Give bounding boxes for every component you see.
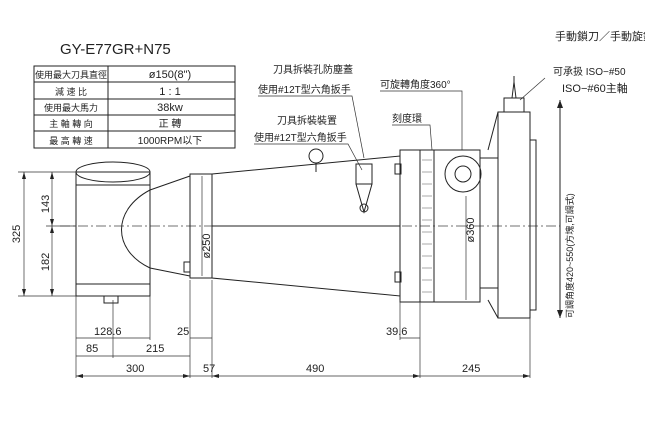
spec-label-5: 最 高 轉 速 <box>49 135 93 146</box>
spec-value-5: 1000RPM以下 <box>138 136 202 147</box>
dim-490: 490 <box>306 363 324 375</box>
callout-tool-device-wrench: 使用#12T型六角扳手 <box>254 131 347 144</box>
callout-manual-lock: 手動鎖刀／手動旋鎖 <box>555 29 645 43</box>
head-flange <box>419 149 499 303</box>
dim-dia250: ø250 <box>201 233 213 258</box>
dim-300: 300 <box>126 363 144 375</box>
spec-label-4: 主 軸 轉 向 <box>49 118 93 129</box>
dim-245: 245 <box>462 363 480 375</box>
vertical-range: 可調角度420~550(方塊,可調式) <box>557 100 575 318</box>
spec-value-3: 38kw <box>157 102 183 114</box>
gearbox-housing <box>75 161 191 304</box>
dim-39-6: 39.6 <box>386 326 407 338</box>
model-title: GY-E77GR+N75 <box>60 41 171 58</box>
dim-85: 85 <box>86 343 98 355</box>
main-body <box>183 148 421 303</box>
spindle-head <box>487 76 537 319</box>
horizontal-dimensions: 128.6 25 39.6 85 215 300 57 490 245 <box>75 280 531 378</box>
callout-taper-1: 可承扱 ISO−#50 <box>553 66 626 78</box>
leader-lines <box>254 77 546 171</box>
dim-143: 143 <box>40 195 52 213</box>
dim-215: 215 <box>146 343 164 355</box>
dim-dia360: ø360 <box>465 217 477 242</box>
dim-182: 182 <box>40 253 52 271</box>
spec-value-4: 正 轉 <box>159 117 182 130</box>
spec-value-1: ø150(8") <box>149 69 191 81</box>
spec-table: 使用最大刀具直徑 ø150(8") 減 速 比 1 : 1 使用最大馬力 38k… <box>33 65 236 149</box>
callout-tool-cover: 刀具拆裝孔防塵蓋 <box>273 63 353 76</box>
dim-325: 325 <box>11 225 23 243</box>
spec-value-2: 1 : 1 <box>159 86 180 98</box>
callout-scale-ring: 刻度環 <box>392 112 422 125</box>
callout-taper-2: ISO−#60主軸 <box>562 81 628 95</box>
vertical-dimensions: 143 182 325 <box>11 171 76 297</box>
callout-tool-device: 刀具拆裝裝置 <box>277 114 337 127</box>
dim-57: 57 <box>203 363 215 375</box>
spec-label-3: 使用最大馬力 <box>44 102 98 113</box>
callout-tool-cover-wrench: 使用#12T型六角扳手 <box>258 83 351 96</box>
vertical-range-label: 可調角度420~550(方塊,可調式) <box>564 193 575 318</box>
callout-rotatable: 可旋轉角度360° <box>380 78 451 91</box>
spec-label-2: 減 速 比 <box>55 86 87 97</box>
spec-label-1: 使用最大刀具直徑 <box>35 69 107 80</box>
dim-25: 25 <box>177 326 189 338</box>
dim-128-6: 128.6 <box>94 326 122 338</box>
